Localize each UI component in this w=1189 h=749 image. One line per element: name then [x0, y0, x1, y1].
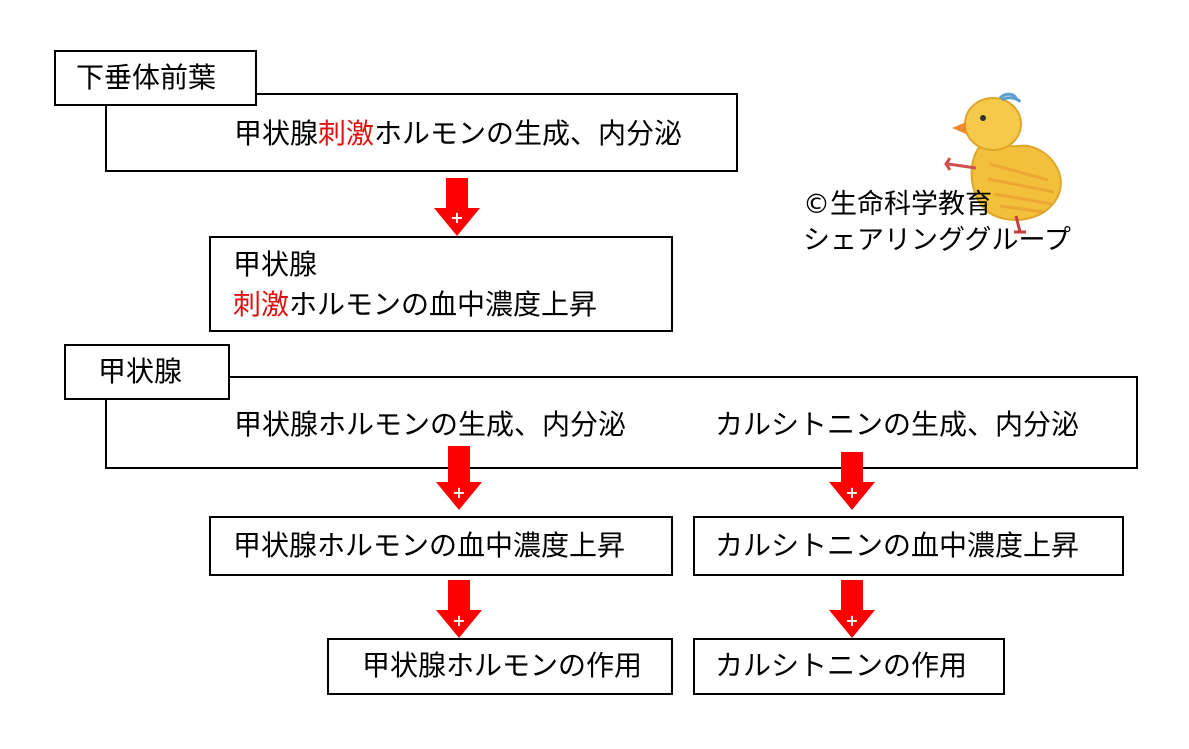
- arrow-down-icon: [434, 178, 480, 236]
- left-level-text: 甲状腺ホルモンの血中濃度上昇: [233, 529, 626, 562]
- tsh-level-line1: 甲状腺: [233, 248, 318, 281]
- right-level-text: カルシトニンの血中濃度上昇: [715, 529, 1080, 562]
- tsh-level-box: 甲状腺 刺激ホルモンの血中濃度上昇: [209, 236, 673, 332]
- arrow-left-level-to-effect: +: [436, 580, 482, 638]
- pituitary-process-prefix: 甲状腺: [234, 117, 319, 150]
- right-effect-text: カルシトニンの作用: [715, 649, 968, 682]
- left-level-box: 甲状腺ホルモンの血中濃度上昇: [209, 516, 673, 576]
- pituitary-process-emph: 刺激: [318, 117, 375, 150]
- arrow-thyroid-to-left-level: +: [436, 446, 482, 510]
- thyroid-left-process: 甲状腺ホルモンの生成、内分泌: [234, 408, 627, 441]
- tsh-level-emph: 刺激: [233, 288, 290, 321]
- pituitary-label-box: 下垂体前葉: [54, 50, 257, 106]
- arrow-thyroid-to-right-level: +: [829, 452, 875, 510]
- arrow-down-icon: [436, 580, 482, 638]
- plus-sign: +: [452, 483, 465, 502]
- arrow-pituitary-to-tsh: +: [434, 178, 480, 236]
- arrow-down-icon: [829, 580, 875, 638]
- plus-sign: +: [450, 208, 463, 227]
- arrow-down-icon: [436, 446, 482, 510]
- left-effect-text: 甲状腺ホルモンの作用: [362, 649, 643, 682]
- pituitary-process-text: 甲状腺刺激ホルモンの生成、内分泌: [234, 115, 682, 153]
- credit-line1: ©生命科学教育: [803, 189, 992, 220]
- pituitary-process-suffix: ホルモンの生成、内分泌: [374, 117, 683, 150]
- thyroid-process-box: 甲状腺ホルモンの生成、内分泌 カルシトニンの生成、内分泌: [105, 376, 1138, 469]
- right-level-box: カルシトニンの血中濃度上昇: [693, 516, 1124, 576]
- chick-icon: [944, 92, 1062, 234]
- pituitary-label: 下垂体前葉: [76, 61, 217, 94]
- credit-line2: シェアリンググループ: [803, 225, 1071, 256]
- left-effect-box: 甲状腺ホルモンの作用: [327, 638, 673, 695]
- thyroid-right-process: カルシトニンの生成、内分泌: [715, 408, 1080, 441]
- plus-sign: +: [845, 483, 858, 502]
- pituitary-process-box: 甲状腺刺激ホルモンの生成、内分泌: [105, 93, 738, 172]
- arrow-down-icon: [829, 452, 875, 510]
- tsh-level-line2: 刺激ホルモンの血中濃度上昇: [233, 286, 597, 324]
- thyroid-label-box: 甲状腺: [64, 344, 230, 400]
- tsh-level-suffix: ホルモンの血中濃度上昇: [289, 288, 598, 321]
- plus-sign: +: [845, 611, 858, 630]
- arrow-right-level-to-effect: +: [829, 580, 875, 638]
- thyroid-label: 甲状腺: [98, 355, 183, 388]
- right-effect-box: カルシトニンの作用: [693, 638, 1005, 695]
- plus-sign: +: [452, 611, 465, 630]
